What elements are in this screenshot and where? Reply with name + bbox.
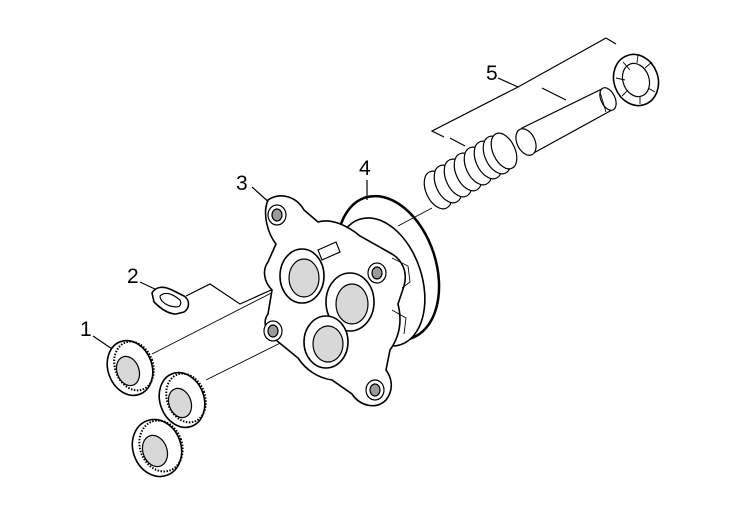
callout-3: 3 [236, 172, 248, 195]
part-3-housing [263, 195, 426, 407]
seal-ring-b [158, 371, 207, 429]
callout-2: 2 [127, 265, 139, 288]
retainer-cap [612, 53, 660, 107]
part-1-seal-rings [106, 339, 207, 478]
callout-4: 4 [359, 157, 371, 180]
piston [515, 87, 617, 156]
callout-5: 5 [486, 62, 498, 85]
seal-ring-a [106, 339, 155, 397]
part-2-clip [151, 286, 190, 315]
part-5-piston-assembly [423, 53, 660, 210]
seal-ring-c [131, 418, 184, 478]
callout-1: 1 [80, 318, 92, 341]
spring [423, 132, 518, 210]
